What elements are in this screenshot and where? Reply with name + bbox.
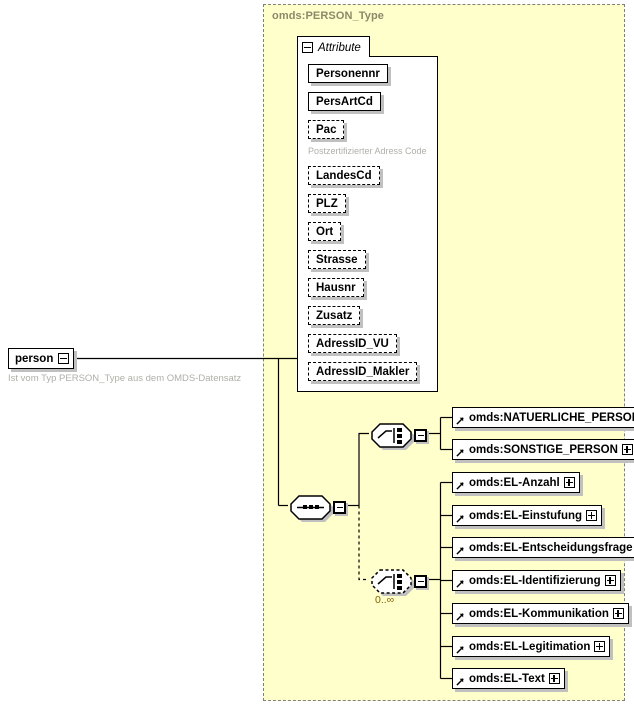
ref-arrow-icon [456, 515, 464, 523]
person-type-label: omds:PERSON_Type [272, 10, 385, 22]
ref-el-legitimation[interactable]: omds:EL-Legitimation [452, 636, 611, 657]
attribute-pac[interactable]: Pac [308, 120, 345, 139]
attribute-label: Hausnr [316, 281, 356, 294]
attribute-label: AdressID_VU [316, 337, 389, 350]
ref-el-anzahl[interactable]: omds:EL-Anzahl [452, 472, 580, 493]
attribute-adressid-makler[interactable]: AdressID_Makler [308, 362, 418, 381]
ref-label: omds:EL-Entscheidungsfrage [469, 541, 633, 554]
minus-toggle[interactable] [302, 42, 313, 53]
plus-toggle[interactable] [621, 444, 633, 455]
ref-arrow-icon [456, 482, 464, 490]
ref-arrow-icon [456, 547, 464, 555]
plus-toggle[interactable] [594, 641, 606, 652]
attribute-label: PLZ [316, 197, 338, 210]
ref-arrow-icon [456, 613, 464, 621]
minus-toggle[interactable] [333, 500, 346, 514]
ref-arrow-icon [456, 678, 464, 686]
attribute-label: AdressID_Makler [316, 365, 410, 378]
ref-label: omds:EL-Identifizierung [469, 574, 601, 587]
ref-arrow-icon [456, 580, 464, 588]
attribute-persartcd[interactable]: PersArtCd [308, 92, 381, 111]
ref-el-entscheidungsfrage[interactable]: omds:EL-Entscheidungsfrage [452, 537, 634, 558]
attribute-label: PersArtCd [316, 95, 373, 108]
ref-el-kommunikation[interactable]: omds:EL-Kommunikation [452, 603, 629, 624]
attribute-zusatz[interactable]: Zusatz [308, 306, 361, 325]
ref-sonstige-person[interactable]: omds:SONSTIGE_PERSON [452, 439, 634, 460]
compositor-choice-el[interactable] [369, 567, 427, 596]
attribute-pac-annotation: Postzertifizierter Adress Code [308, 146, 427, 156]
attribute-label: Pac [316, 123, 337, 136]
attribute-label: Strasse [316, 253, 358, 266]
ref-arrow-icon [456, 449, 464, 457]
ref-label: omds:SONSTIGE_PERSON [469, 443, 618, 456]
attribute-strasse[interactable]: Strasse [308, 250, 366, 269]
choice-icon [371, 569, 414, 596]
sequence-icon [290, 495, 333, 522]
attribute-tab-label: Attribute [318, 41, 361, 54]
ref-arrow-icon [456, 417, 464, 425]
compositor-sequence[interactable] [288, 493, 346, 522]
ref-arrow-icon [456, 646, 464, 654]
plus-toggle[interactable] [548, 673, 560, 684]
compositor-choice-person[interactable] [369, 421, 427, 450]
ref-natuerliche-person[interactable]: omds:NATUERLICHE_PERSON [452, 407, 634, 428]
attribute-ort[interactable]: Ort [308, 222, 342, 241]
attribute-hausnr[interactable]: Hausnr [308, 278, 364, 297]
choice-icon [371, 423, 414, 450]
element-person-label: person [15, 352, 54, 365]
attribute-label: LandesCd [316, 169, 372, 182]
attribute-label: Personennr [316, 67, 380, 80]
ref-el-identifizierung[interactable]: omds:EL-Identifizierung [452, 570, 621, 591]
plus-toggle[interactable] [604, 575, 616, 586]
attribute-landescd[interactable]: LandesCd [308, 166, 380, 185]
ref-el-einstufung[interactable]: omds:EL-Einstufung [452, 505, 603, 526]
plus-toggle[interactable] [586, 510, 598, 521]
plus-toggle[interactable] [612, 608, 624, 619]
element-person-annotation: Ist vom Typ PERSON_Type aus dem OMDS-Dat… [8, 373, 242, 384]
ref-label: omds:EL-Legitimation [469, 640, 591, 653]
attribute-label: Zusatz [316, 309, 353, 322]
attribute-label: Ort [316, 225, 334, 238]
attribute-plz[interactable]: PLZ [308, 194, 346, 213]
attribute-personennr[interactable]: Personennr [308, 64, 388, 83]
ref-label: omds:EL-Einstufung [469, 509, 583, 522]
minus-toggle[interactable] [58, 353, 70, 364]
ref-label: omds:EL-Anzahl [469, 476, 560, 489]
ref-label: omds:EL-Kommunikation [469, 607, 609, 620]
ref-label: omds:NATUERLICHE_PERSON [469, 411, 634, 424]
attribute-tab[interactable]: Attribute [297, 36, 370, 57]
ref-el-text[interactable]: omds:EL-Text [452, 668, 565, 689]
plus-toggle[interactable] [563, 477, 575, 488]
ref-label: omds:EL-Text [469, 672, 545, 685]
minus-toggle[interactable] [414, 428, 427, 442]
occurs-label: 0..∞ [375, 594, 395, 606]
attribute-adressid-vu[interactable]: AdressID_VU [308, 334, 397, 353]
element-person[interactable]: person [8, 348, 75, 369]
minus-toggle[interactable] [414, 574, 427, 588]
